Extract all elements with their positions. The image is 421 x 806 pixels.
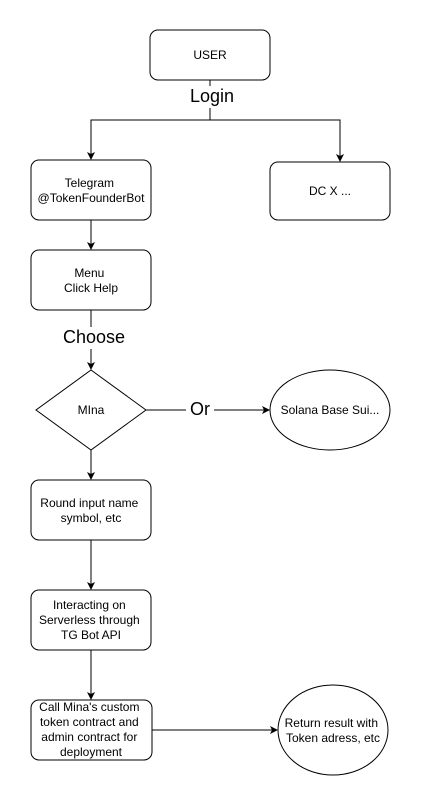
mina-decision-node: MIna — [35, 369, 147, 451]
menu-node-label: Menu Click Help — [64, 266, 118, 295]
call-mina-node: Call Mina's custom token contract and ad… — [30, 699, 153, 761]
or-label: Or — [190, 399, 210, 419]
user-node: USER — [149, 29, 271, 81]
edge-labels: Login Choose Or — [60, 86, 236, 421]
telegram-node: Telegram @TokenFounderBot — [30, 159, 152, 221]
solana-node: Solana Base Sui... — [269, 369, 391, 451]
interacting-node: Interacting on Serverless through TG Bot… — [30, 589, 152, 651]
nodes: USER Telegram @TokenFounderBot DC X ... … — [30, 29, 391, 776]
return-result-node: Return result with Token adress, etc — [277, 684, 389, 776]
round-input-node: Round input name symbol, etc — [30, 479, 152, 541]
edge-split-to-telegram — [87, 119, 210, 160]
choose-label: Choose — [63, 327, 125, 347]
login-label: Login — [190, 86, 234, 106]
round-input-node-label: Round input name symbol, etc — [40, 496, 141, 525]
user-node-label: USER — [193, 48, 227, 62]
dcx-node: DC X ... — [269, 161, 391, 221]
edge-split-to-dcx — [210, 119, 344, 162]
return-result-node-label: Return result with Token adress, etc — [285, 716, 382, 745]
interacting-node-label: Interacting on Serverless through TG Bot… — [39, 598, 143, 642]
mina-decision-label: MIna — [78, 403, 105, 417]
solana-node-label: Solana Base Sui... — [281, 403, 380, 417]
menu-node: Menu Click Help — [30, 249, 152, 311]
call-mina-node-label: Call Mina's custom token contract and ad… — [39, 700, 143, 759]
dcx-node-label: DC X ... — [309, 184, 351, 198]
telegram-node-label: Telegram @TokenFounderBot — [38, 176, 146, 205]
